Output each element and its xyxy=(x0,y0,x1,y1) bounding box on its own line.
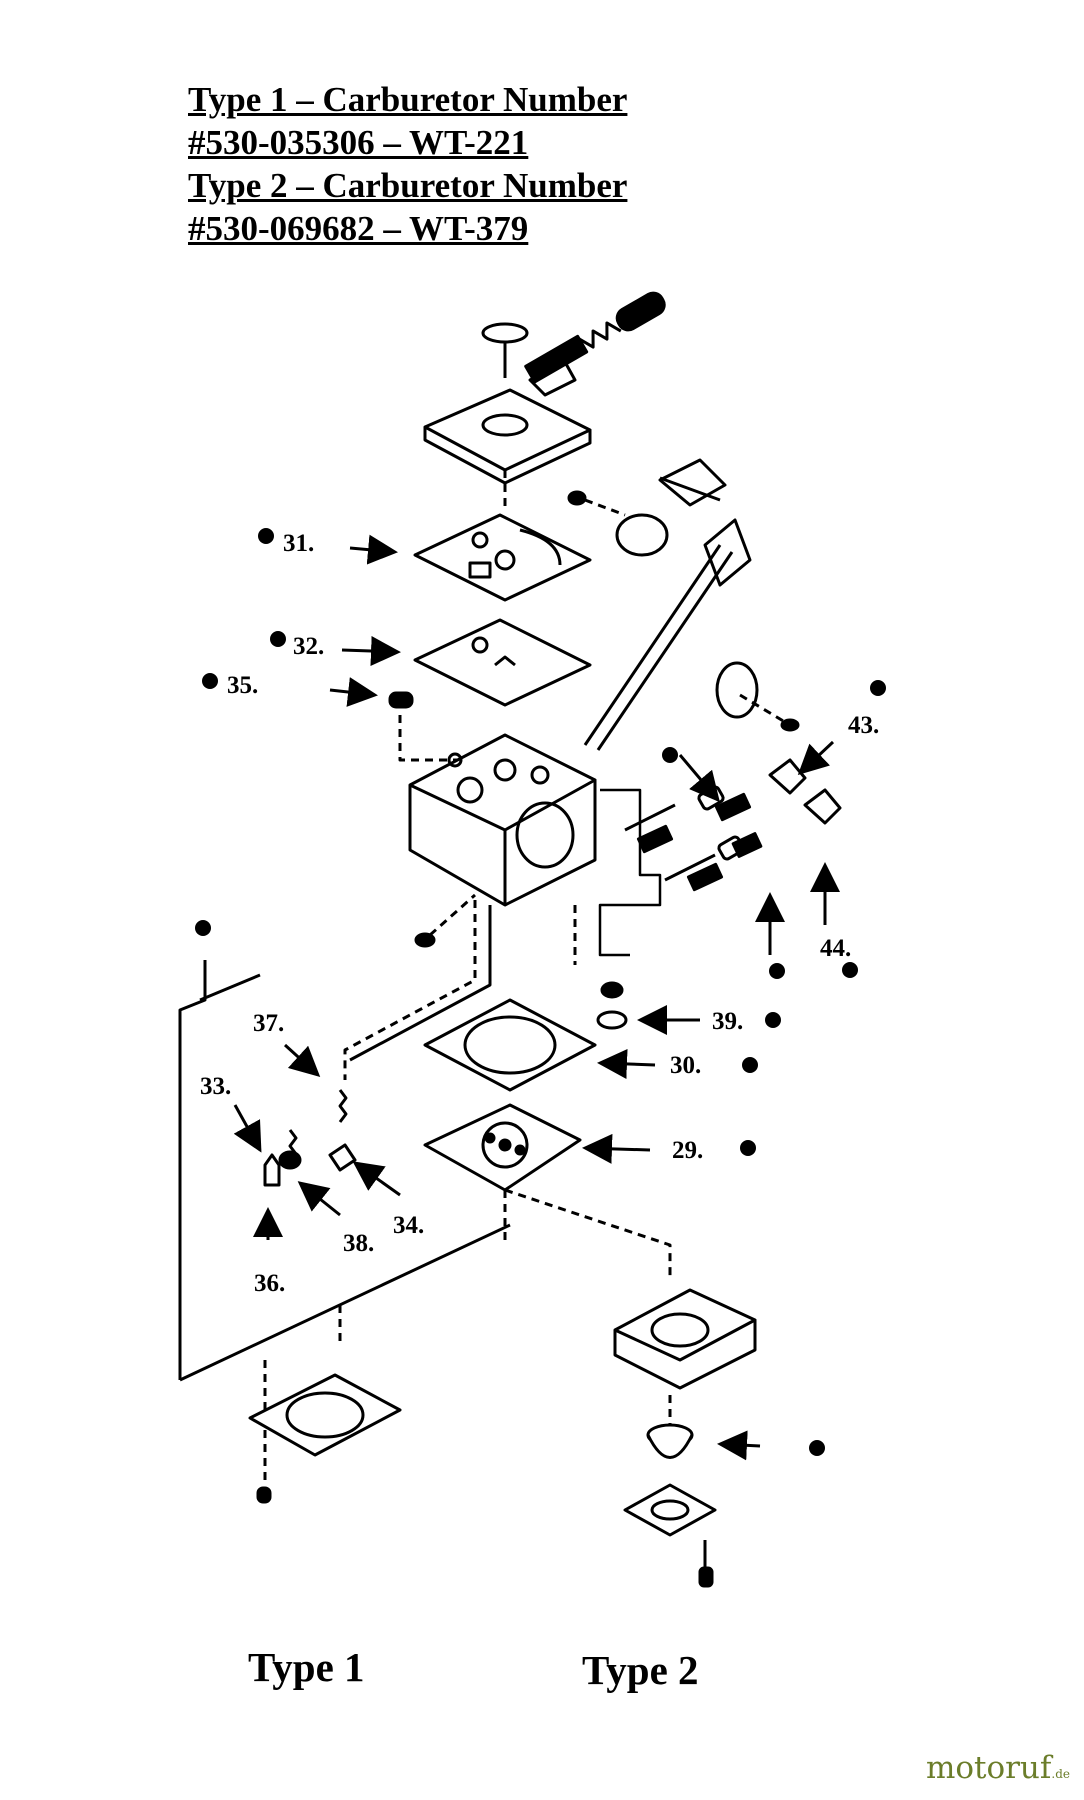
inlet-needle-parts xyxy=(263,1089,357,1187)
callout-35: 35. xyxy=(227,672,259,699)
primer-bulb xyxy=(646,1423,694,1459)
callout-37: 37. xyxy=(253,1010,285,1037)
part-39-washer xyxy=(596,1010,628,1030)
type1-cover-plate xyxy=(248,1373,402,1457)
part-31-diaphragm xyxy=(413,513,592,602)
part-30-gasket xyxy=(423,998,597,1092)
replacement-kit-dots xyxy=(195,528,886,1456)
needle-assembly xyxy=(624,758,842,892)
watermark-suffix: .de xyxy=(1051,1767,1070,1781)
part-35-plug xyxy=(388,691,414,709)
adjust-screw-spring xyxy=(524,291,666,384)
type2-pump-body xyxy=(613,1288,757,1390)
callout-38: 38. xyxy=(343,1230,375,1257)
carburetor-body xyxy=(408,733,597,907)
callout-33: 33. xyxy=(200,1073,232,1100)
throttle-shaft xyxy=(583,458,752,751)
type1-label: Type 1 xyxy=(248,1644,365,1690)
part-32-gasket xyxy=(413,618,592,707)
primer-base xyxy=(623,1483,717,1537)
callout-30: 30. xyxy=(670,1052,702,1079)
header: Type 1 – Carburetor Number #530-035306 –… xyxy=(188,78,627,250)
callout-29: 29. xyxy=(672,1137,704,1164)
callout-36: 36. xyxy=(254,1270,286,1297)
type1-part-number: #530-035306 – WT-221 xyxy=(188,123,529,162)
callout-44: 44. xyxy=(820,935,852,962)
pump-cover xyxy=(423,360,592,485)
callout-39: 39. xyxy=(712,1008,744,1035)
callout-34: 34. xyxy=(393,1212,425,1239)
callout-43: 43. xyxy=(848,712,880,739)
watermark: motoruf.de xyxy=(926,1750,1070,1786)
top-screw xyxy=(481,322,529,378)
choke-plate xyxy=(715,661,759,719)
type2-part-number: #530-069682 – WT-379 xyxy=(188,209,529,248)
type2-label: Type 2 xyxy=(582,1647,699,1693)
type1-carburetor-title: Type 1 – Carburetor Number xyxy=(188,80,628,119)
watermark-main: motoruf xyxy=(925,1750,1052,1786)
part-29-diaphragm xyxy=(423,1103,582,1192)
callout-31: 31. xyxy=(283,530,315,557)
type2-carburetor-title: Type 2 – Carburetor Number xyxy=(188,166,628,205)
callout-32: 32. xyxy=(293,633,325,660)
